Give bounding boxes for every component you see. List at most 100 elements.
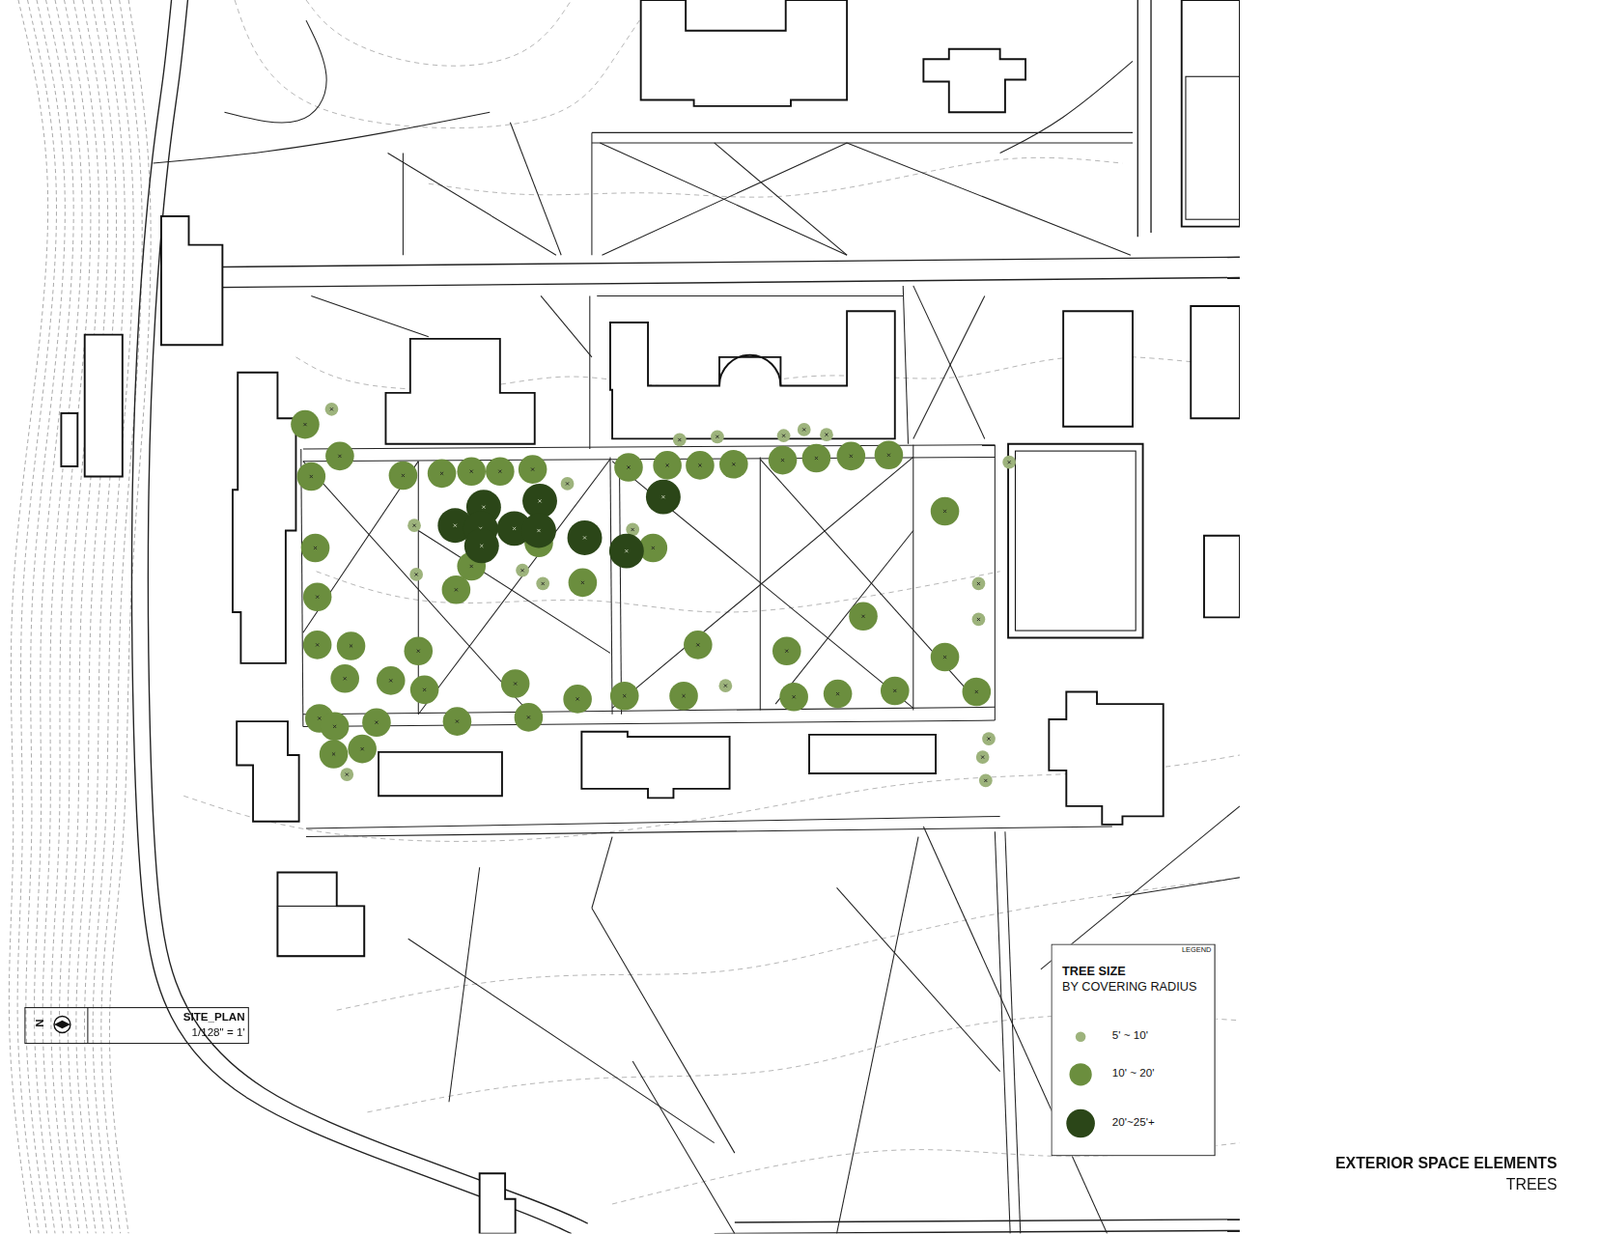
tree-canopy <box>802 444 832 474</box>
tree-circle <box>515 563 530 578</box>
walkway <box>599 142 847 255</box>
tree-center-mark <box>849 454 853 458</box>
tree-center-mark <box>893 689 897 693</box>
tree-center-mark <box>626 465 630 469</box>
legend-swatch <box>1075 1031 1087 1042</box>
walkway <box>303 720 995 727</box>
tree-circle <box>880 676 910 706</box>
tree-circle <box>673 433 687 448</box>
tree-canopy <box>962 677 992 707</box>
tree-circle <box>330 664 360 694</box>
tree-circle <box>562 684 592 714</box>
tree-canopy <box>407 518 422 533</box>
tree-group <box>290 402 1016 787</box>
tree-canopy <box>376 666 406 696</box>
tree-circle <box>1002 455 1016 470</box>
walkway <box>591 132 1133 134</box>
road-edge <box>1137 0 1139 237</box>
tree-center-mark <box>317 716 321 720</box>
walkway <box>994 831 1011 1234</box>
walkway <box>618 456 621 714</box>
tree-canopy <box>768 446 798 476</box>
tree-canopy <box>297 462 327 492</box>
road-edge <box>1150 0 1151 233</box>
tree-canopy <box>614 452 644 482</box>
tree-circle <box>456 456 486 486</box>
building-outline <box>60 413 78 467</box>
walkway <box>306 815 1001 829</box>
legend-heading: BY COVERING RADIUS <box>1062 979 1197 994</box>
tree-circle <box>297 462 327 492</box>
tree-center-mark <box>415 572 419 576</box>
contour-line <box>92 0 134 1234</box>
tree-canopy <box>982 731 996 746</box>
tree-circle <box>610 681 640 711</box>
walkway <box>759 459 980 705</box>
tree-center-mark <box>975 690 979 694</box>
tree-canopy <box>652 450 682 480</box>
tree-center-mark <box>698 463 702 467</box>
tree-center-mark <box>455 720 459 724</box>
tree-canopy <box>403 636 433 666</box>
sheet-subtitle: TREES <box>1506 1175 1558 1194</box>
walkway <box>224 20 327 123</box>
tree-canopy <box>568 568 598 598</box>
tree-center-mark <box>731 462 735 466</box>
walkway <box>589 295 590 450</box>
tree-circle <box>772 636 802 666</box>
road-edge <box>147 0 588 1224</box>
tree-canopy <box>669 681 699 711</box>
tree-canopy <box>514 702 544 732</box>
tree-center-mark <box>802 427 806 431</box>
tree-center-mark <box>565 481 569 485</box>
tree-canopy <box>336 631 366 661</box>
tree-center-mark <box>481 505 485 509</box>
box-divider <box>86 1007 88 1043</box>
tree-canopy <box>518 454 548 484</box>
tree-circle <box>874 441 904 471</box>
building-outline <box>232 372 297 664</box>
tree-center-mark <box>624 549 628 553</box>
tree-center-mark <box>981 756 984 759</box>
tree-canopy <box>874 441 904 471</box>
tree-center-mark <box>313 546 317 550</box>
tree-center-mark <box>537 499 541 503</box>
contour-line <box>26 0 66 1234</box>
tree-center-mark <box>943 509 947 513</box>
tree-center-mark <box>986 737 990 741</box>
tree-circle <box>325 402 339 417</box>
tree-center-mark <box>622 694 626 698</box>
tree-canopy <box>683 630 713 660</box>
tree-center-mark <box>531 468 534 472</box>
walkway <box>509 122 562 255</box>
tree-canopy <box>303 630 333 660</box>
tree-center-mark <box>983 779 987 783</box>
walkway <box>591 908 735 1154</box>
legend-entry: 20'~25'+ <box>1062 1107 1206 1141</box>
walkway <box>408 938 715 1143</box>
tree-circle <box>683 630 713 660</box>
legend-label: 20'~25'+ <box>1112 1115 1155 1129</box>
building-outline <box>385 338 534 445</box>
tree-center-mark <box>315 643 319 646</box>
tree-center-mark <box>666 463 670 467</box>
building-outline <box>610 310 896 439</box>
tree-canopy <box>772 636 802 666</box>
tree-center-mark <box>470 564 474 568</box>
tree-center-mark <box>337 454 341 458</box>
tree-circle <box>362 707 392 737</box>
tree-circle <box>325 442 355 472</box>
legend-entry: 10' ~ 20' <box>1062 1058 1206 1092</box>
walkway <box>610 456 613 714</box>
tree-circle <box>979 774 993 788</box>
tree-circle <box>319 739 349 769</box>
tree-canopy <box>303 582 333 612</box>
tree-center-mark <box>330 407 334 411</box>
tree-center-mark <box>836 692 840 696</box>
tree-circle <box>485 456 515 486</box>
walkway <box>612 456 914 708</box>
tree-center-mark <box>412 524 416 528</box>
walkway <box>591 837 613 909</box>
contour-line <box>428 157 1123 197</box>
tree-canopy <box>319 739 349 769</box>
